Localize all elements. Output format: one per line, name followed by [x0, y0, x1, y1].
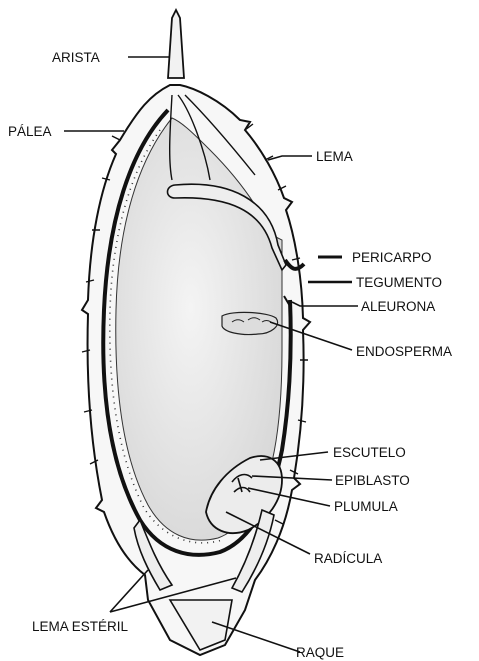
label-aleurona: ALEURONA: [361, 299, 435, 314]
label-arista: ARISTA: [52, 50, 100, 65]
label-escutelo: ESCUTELO: [333, 445, 406, 460]
leader-lema: [268, 156, 312, 160]
label-plumula: PLUMULA: [334, 499, 398, 514]
label-palea: PÁLEA: [8, 124, 52, 139]
leader-lema-esteril-1: [110, 570, 148, 612]
label-epiblasto: EPIBLASTO: [335, 473, 410, 488]
label-endosperma: ENDOSPERMA: [356, 344, 452, 359]
label-raque: RAQUE: [296, 645, 344, 660]
endosperm-cells: [222, 312, 278, 334]
label-lema-esteril: LEMA ESTÉRIL: [32, 619, 129, 634]
label-tegumento: TEGUMENTO: [356, 275, 442, 290]
label-radicula: RADÍCULA: [314, 551, 382, 566]
awn-shape: [168, 10, 184, 78]
label-pericarpo: PERICARPO: [352, 250, 432, 265]
label-lema: LEMA: [316, 149, 353, 164]
